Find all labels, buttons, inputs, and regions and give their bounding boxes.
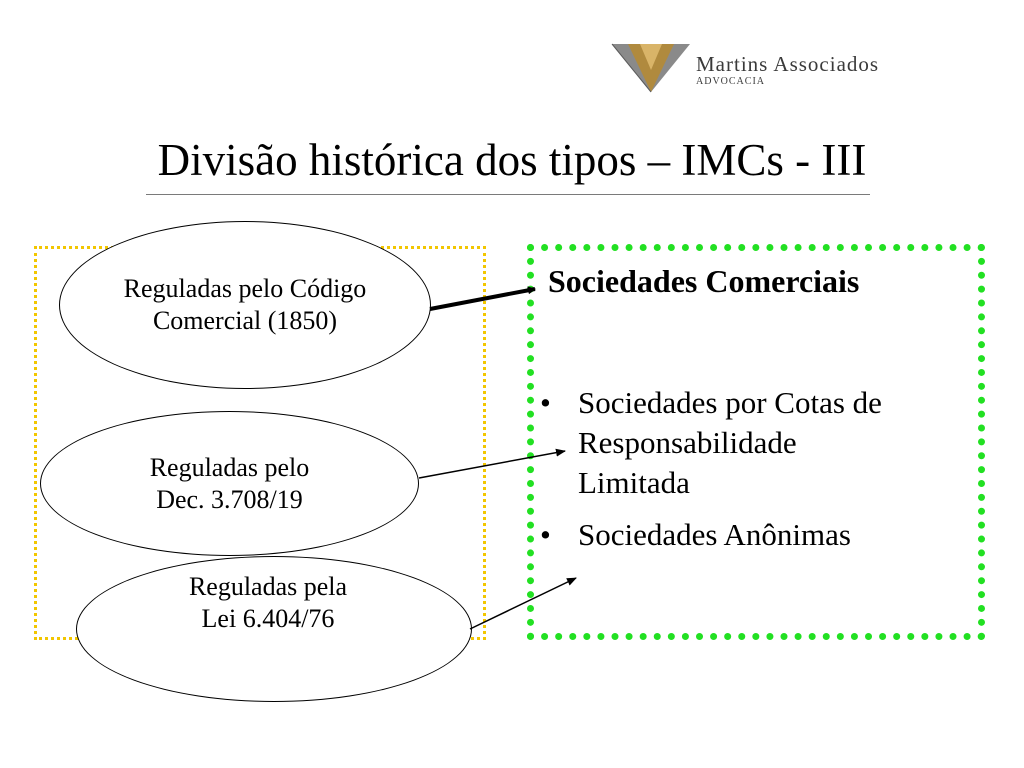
sociedades-comerciais-heading: Sociedades Comerciais [548,263,860,299]
arrow-to-sociedades-comerciais [429,286,536,311]
ellipse-1-line-1: Reguladas pelo Código [123,274,367,303]
list-item-line: Limitada [578,465,690,500]
ellipse-3-line-2: Lei 6.404/76 [201,604,335,633]
list-item-line: Responsabilidade [578,425,797,460]
list-item-line: Sociedades por Cotas de [578,385,882,420]
right-group-frame [527,244,985,640]
list-item: • Sociedades por Cotas de Responsabilida… [540,383,882,503]
arrow-to-sociedades-anonimas [469,577,577,630]
logo-triangle-icon [611,43,690,93]
title-underline [146,194,870,195]
ellipse-2-line-2: Dec. 3.708/19 [156,484,303,514]
ellipse-2-line-1: Reguladas pelo [149,452,310,482]
bullet-icon: • [540,385,551,420]
ellipse-3-line-1: Reguladas pela [188,572,348,601]
bullet-icon: • [540,517,551,552]
ellipse-lei: Reguladas pela Lei 6.404/76 [76,556,472,702]
ellipse-decreto: Reguladas pelo Dec. 3.708/19 [40,411,419,556]
arrow-to-sociedades-por-cotas [418,448,566,479]
list-item: • Sociedades Anônimas [540,515,882,555]
page-title: Divisão histórica dos tipos – IMCs - III [157,135,867,185]
list-item-line: Sociedades Anônimas [578,517,851,552]
logo-subtitle: ADVOCACIA [696,76,765,87]
logo-name: Martins Associados [696,52,880,76]
sociedades-list: • Sociedades por Cotas de Responsabilida… [540,383,882,567]
ellipse-1-line-2: Comercial (1850) [152,306,338,335]
company-logo: Martins Associados ADVOCACIA [610,38,970,98]
ellipse-codigo-comercial: Reguladas pelo Código Comercial (1850) [59,221,431,389]
